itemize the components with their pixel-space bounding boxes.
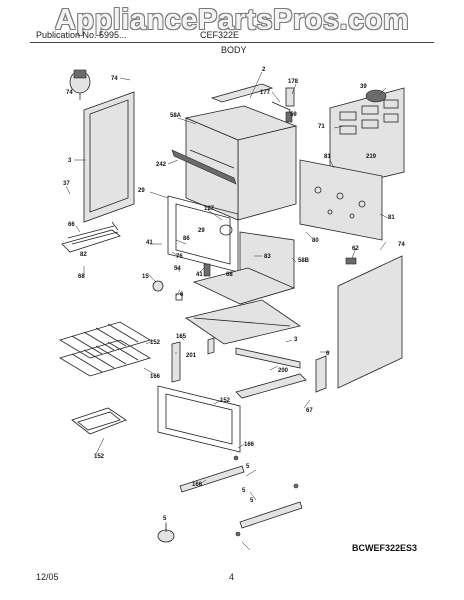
footer-page-number: 4 — [229, 572, 235, 582]
callout: 5 — [250, 498, 254, 504]
callout: 201 — [186, 353, 197, 359]
callout: 86 — [183, 236, 190, 242]
part-side-panel-left — [83, 91, 135, 223]
callout: 6 — [326, 351, 330, 357]
callout: 74 — [111, 76, 118, 82]
watermark-logo: AppliancePartsPros.com — [54, 4, 410, 36]
callout: 177 — [260, 90, 271, 96]
part-hinge — [271, 87, 295, 123]
callout: 39 — [360, 84, 367, 90]
callout: 3 — [68, 158, 72, 164]
callout: 166 — [150, 374, 161, 380]
callout: 29 — [138, 188, 145, 194]
callout: 82 — [80, 252, 87, 258]
callout: 76 — [176, 254, 183, 260]
callout: 37 — [63, 181, 70, 187]
callout: 83 — [264, 254, 271, 260]
callout: 5 — [163, 516, 167, 522]
callout: 41 — [146, 240, 153, 246]
callout: 5 — [242, 488, 246, 494]
callout: 6 — [180, 292, 184, 298]
part-small-fasteners — [152, 263, 211, 301]
callout: 127 — [204, 206, 215, 212]
part-thermostat-knob — [69, 69, 91, 100]
callout: 81 — [388, 215, 395, 221]
callout: 219 — [366, 154, 377, 160]
callout: 152 — [220, 398, 231, 404]
callout: 178 — [288, 79, 299, 85]
diagram-code: BCWEF322ES3 — [352, 543, 418, 553]
part-strip — [171, 149, 237, 185]
callout: 41 — [196, 272, 203, 278]
part-clips-right — [345, 257, 357, 265]
callout: 166 — [192, 482, 203, 488]
part-broil-element — [71, 407, 127, 435]
callout: 15 — [142, 274, 149, 280]
part-top-bracket — [210, 83, 274, 103]
part-rails — [171, 337, 327, 393]
callout: 2 — [262, 67, 266, 73]
callout: 68 — [226, 272, 233, 278]
callout: 3 — [294, 337, 298, 343]
part-drawer-front — [157, 373, 307, 453]
part-drawer-slides — [179, 465, 303, 529]
callout: 58A — [170, 113, 182, 119]
callout: 54 — [174, 266, 181, 272]
callout: 58B — [298, 258, 310, 264]
callout: 165 — [176, 334, 187, 340]
callout: 80 — [312, 238, 319, 244]
callout: 152 — [150, 340, 161, 346]
part-side-panel-right — [337, 255, 403, 389]
part-leveling-legs — [157, 455, 299, 543]
callout-leader-lines — [65, 71, 389, 551]
callout: 166 — [244, 442, 255, 448]
model-number: CEF322E — [200, 30, 240, 40]
callout: 242 — [156, 162, 167, 168]
part-oven-liner-lower — [192, 231, 296, 305]
callout: 81 — [324, 154, 331, 160]
callout: 5 — [246, 464, 250, 470]
callout: 200 — [278, 368, 289, 374]
header-rule — [30, 42, 434, 43]
callout: 71 — [318, 124, 325, 130]
callout-labels: 74 74 2 178 177 59 58A 39 71 3 242 81 21… — [63, 67, 405, 522]
callout: 62 — [352, 246, 359, 252]
callout: 29 — [198, 228, 205, 234]
callout: 59 — [290, 112, 297, 118]
callout: 66 — [68, 222, 75, 228]
callout: 74 — [66, 90, 73, 96]
footer-date: 12/05 — [36, 572, 59, 582]
part-oven-racks — [59, 321, 151, 377]
part-bake-element — [61, 221, 121, 253]
part-bottom-tray — [185, 299, 301, 345]
publication-number: Publication No. 5995... — [36, 30, 127, 40]
part-oven-liner-upper — [184, 105, 298, 221]
callout: 68 — [78, 274, 85, 280]
callout: 74 — [398, 242, 405, 248]
section-title: BODY — [221, 45, 247, 55]
callout: 67 — [306, 408, 313, 414]
callout: 152 — [94, 454, 105, 460]
part-rear-bracket — [299, 159, 383, 241]
